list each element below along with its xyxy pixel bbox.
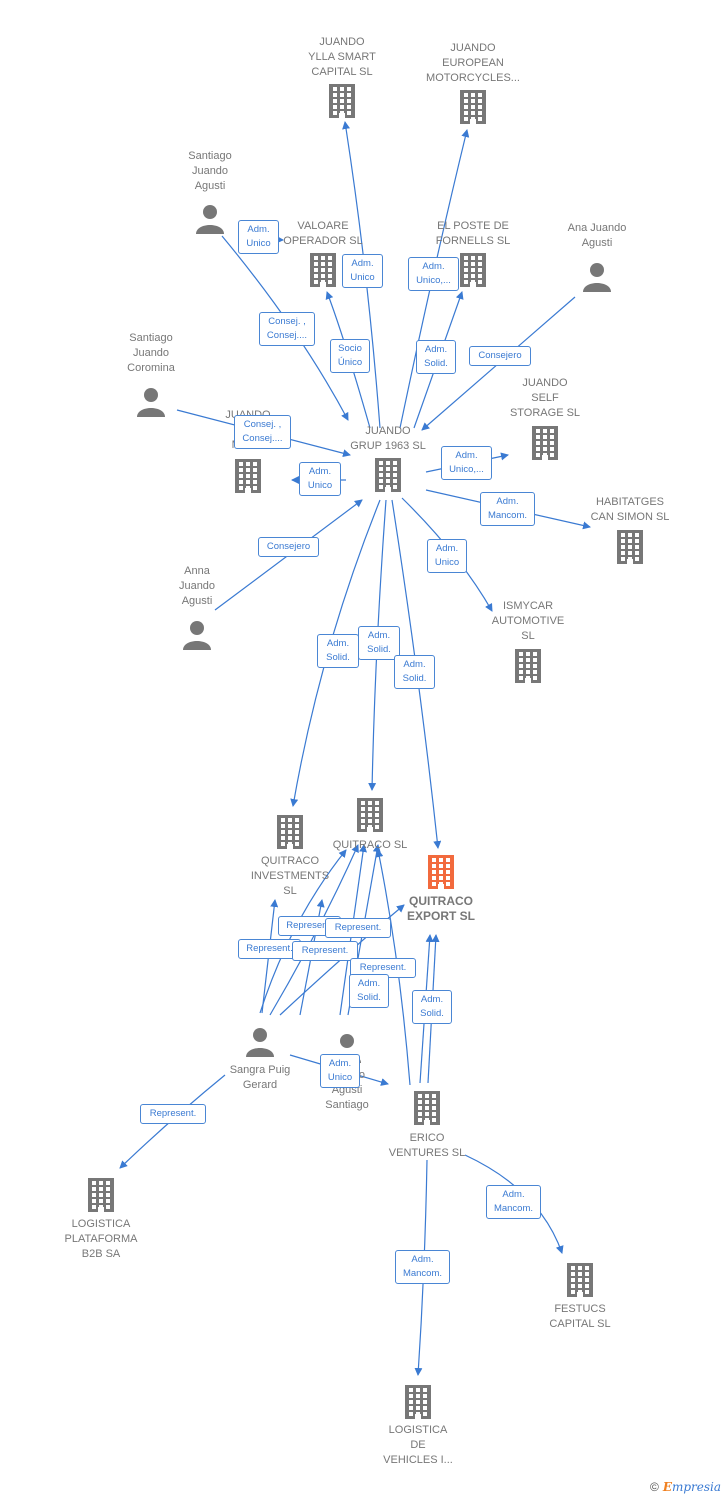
person-icon[interactable] xyxy=(181,619,213,656)
brand-logo: Empresia xyxy=(662,1480,722,1494)
relation-badge[interactable]: Adm. Unico xyxy=(320,1054,360,1088)
relation-badge[interactable]: Consejero xyxy=(258,537,319,557)
building-icon[interactable] xyxy=(371,456,405,499)
building-icon[interactable] xyxy=(273,813,307,856)
relation-badge[interactable]: Consejero xyxy=(469,346,531,366)
node-label: JUANDO EUROPEAN MOTORCYCLES... xyxy=(426,42,520,84)
node-label: QUITRACO INVESTMENTS SL xyxy=(250,855,330,897)
relation-badge[interactable]: Adm. Mancom. xyxy=(486,1185,541,1219)
relation-badge[interactable]: Adm. Unico,... xyxy=(408,257,459,291)
relation-badge[interactable]: Adm. Unico xyxy=(238,220,279,254)
relation-badge[interactable]: Adm. Unico xyxy=(427,539,467,573)
node-label: ISMYCAR AUTOMOTIVE SL xyxy=(491,600,565,642)
person-icon[interactable] xyxy=(581,261,613,298)
node-label: Anna Juando Agusti xyxy=(178,565,216,607)
relation-badge[interactable]: Adm. Solid. xyxy=(358,626,400,660)
copyright-symbol: © xyxy=(650,1480,659,1494)
node-label: Sangra Puig Gerard xyxy=(229,1064,291,1091)
relation-badge[interactable]: Socio Único xyxy=(330,339,370,373)
relation-badge[interactable]: Adm. Mancom. xyxy=(480,492,535,526)
node-label: QUITRACO EXPORT SL xyxy=(406,894,475,923)
node-label: QUITRACO SL xyxy=(332,839,408,851)
relation-badge[interactable]: Adm. Solid. xyxy=(349,974,389,1008)
node-label: Santiago Juando Coromina xyxy=(127,332,175,374)
node-label: LOGISTICA DE VEHICLES I... xyxy=(383,1424,453,1466)
person-icon[interactable] xyxy=(194,203,226,240)
relation-badge[interactable]: Represent. xyxy=(140,1104,206,1124)
building-icon[interactable] xyxy=(325,82,359,125)
person-icon[interactable] xyxy=(244,1026,276,1063)
building-icon[interactable] xyxy=(410,1089,444,1132)
relation-badge[interactable]: Adm. Unico xyxy=(299,462,341,496)
node-label: JUANDO YLLA SMART CAPITAL SL xyxy=(308,36,376,78)
node-label: JUANDO SELF STORAGE SL xyxy=(509,377,581,419)
node-label: EL POSTE DE FORNELLS SL xyxy=(435,220,511,247)
node-label: VALOARE OPERADOR SL xyxy=(283,220,363,247)
building-icon[interactable] xyxy=(231,457,265,500)
node-label: HABITATGES CAN SIMON SL xyxy=(590,496,670,523)
node-label: Santiago Juando Agusti xyxy=(188,150,232,192)
relation-badge[interactable]: Adm. Unico,... xyxy=(441,446,492,480)
building-icon[interactable] xyxy=(306,251,340,294)
node-label: ERICO VENTURES SL xyxy=(388,1132,466,1159)
node-label: Ana Juando Agusti xyxy=(567,222,627,249)
relation-badge[interactable]: Adm. Solid. xyxy=(412,990,452,1024)
building-icon[interactable] xyxy=(613,528,647,571)
relation-badge[interactable]: Adm. Unico xyxy=(342,254,383,288)
relation-badge[interactable]: Adm. Mancom. xyxy=(395,1250,450,1284)
building-icon[interactable] xyxy=(424,853,458,896)
building-icon[interactable] xyxy=(401,1383,435,1426)
building-icon[interactable] xyxy=(456,88,490,131)
building-icon[interactable] xyxy=(84,1176,118,1219)
node-label: LOGISTICA PLATAFORMA B2B SA xyxy=(64,1218,138,1260)
person-icon[interactable] xyxy=(135,386,167,423)
relation-badge[interactable]: Adm. Solid. xyxy=(317,634,359,668)
relation-badge[interactable]: Adm. Solid. xyxy=(394,655,435,689)
relation-badge[interactable]: Represent. xyxy=(292,941,358,961)
building-icon[interactable] xyxy=(353,796,387,839)
building-icon[interactable] xyxy=(456,251,490,294)
node-label: JUANDO GRUP 1963 SL xyxy=(350,425,426,452)
footer-brand: ©Empresia xyxy=(650,1480,721,1494)
relation-badge[interactable]: Consej. , Consej.... xyxy=(234,415,291,449)
node-label: FESTUCS CAPITAL SL xyxy=(549,1303,611,1330)
building-icon[interactable] xyxy=(563,1261,597,1304)
building-icon[interactable] xyxy=(528,424,562,467)
relation-badge[interactable]: Consej. , Consej.... xyxy=(259,312,315,346)
building-icon[interactable] xyxy=(511,647,545,690)
relation-badge[interactable]: Adm. Solid. xyxy=(416,340,456,374)
relation-badge[interactable]: Represent. xyxy=(325,918,391,938)
